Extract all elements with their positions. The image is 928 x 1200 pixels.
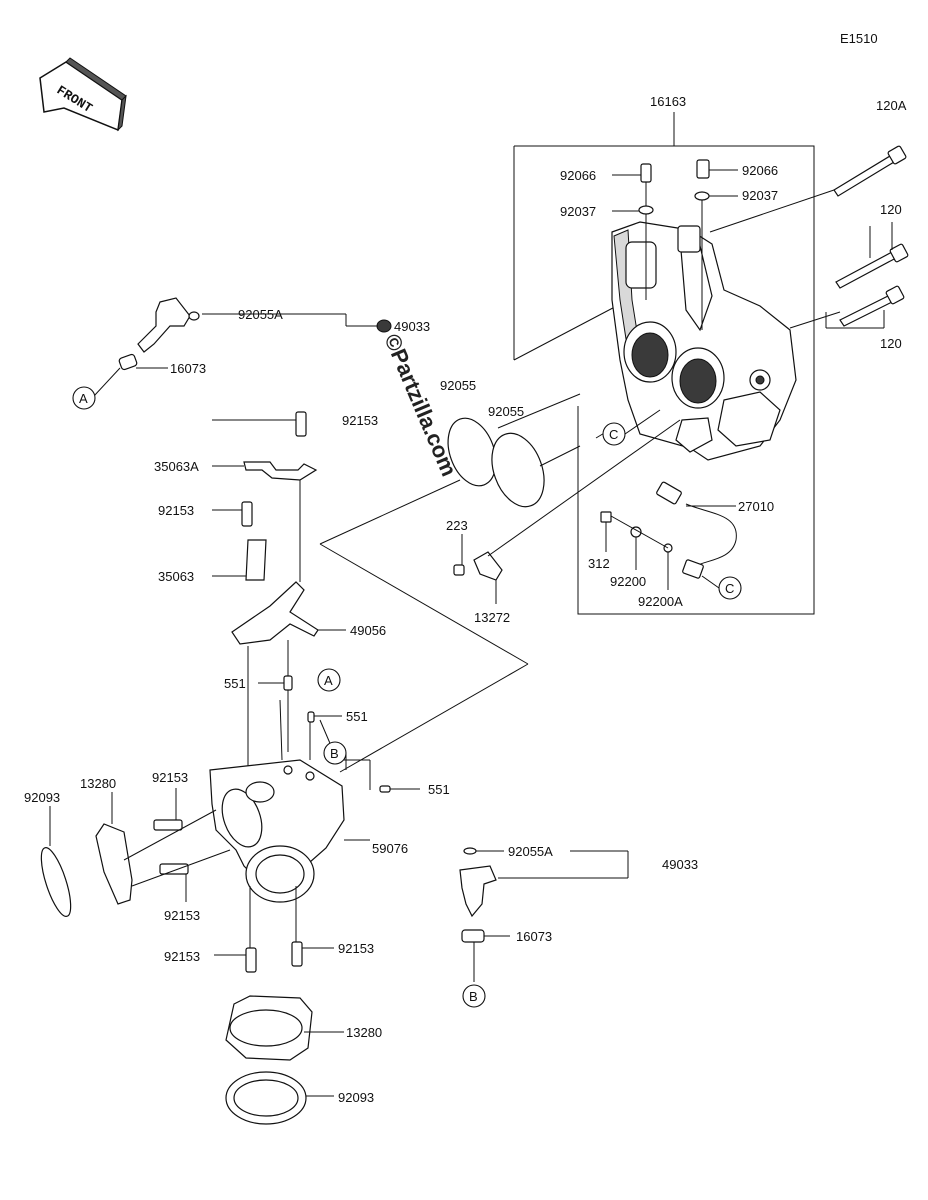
label-92200a: 92200A [638, 594, 683, 609]
label-312: 312 [588, 556, 610, 571]
bolt-120a [833, 145, 907, 197]
gasket-13280-left [95, 823, 133, 905]
label-92153-a: 92153 [342, 413, 378, 428]
label-92153-e: 92153 [164, 949, 200, 964]
ref-b-label-2: B [469, 989, 478, 1004]
delivery-pipe-49056 [231, 581, 319, 645]
label-551-c: 551 [428, 782, 450, 797]
label-92153-b: 92153 [158, 503, 194, 518]
label-551-a: 551 [224, 676, 246, 691]
ref-a-label: A [79, 391, 88, 406]
pin-92066-left [640, 163, 652, 183]
bolt-120-lower [839, 285, 905, 327]
ref-circle-c-right: C [718, 576, 742, 600]
bolt-92153-e [245, 947, 257, 973]
injector-49033-lower [459, 847, 497, 943]
throttle-body-box [513, 112, 815, 615]
ref-c-label: C [609, 427, 618, 442]
bolt-92153-a [295, 411, 307, 437]
injector-49033-upper [118, 297, 392, 371]
o-ring-92055-a [447, 417, 497, 487]
label-35063a: 35063A [154, 459, 199, 474]
label-92055-a: 92055 [440, 378, 476, 393]
label-120a: 120A [876, 98, 907, 113]
bolt-92153-f [291, 941, 303, 967]
label-13280-left: 13280 [80, 776, 116, 791]
label-16163: 16163 [650, 94, 686, 109]
label-59076: 59076 [372, 841, 408, 856]
label-92153-c: 92153 [152, 770, 188, 785]
label-49033-top: 49033 [394, 319, 430, 334]
o-ring-92055-b [491, 432, 545, 508]
clip-92037-right [694, 191, 710, 201]
intake-adapter-59076 [209, 759, 345, 903]
label-27010: 27010 [738, 499, 774, 514]
screw-223 [453, 564, 465, 576]
label-92055a-bottom: 92055A [508, 844, 553, 859]
label-92055a-top: 92055A [238, 307, 283, 322]
label-13272: 13272 [474, 610, 510, 625]
throttle-body-assembly [611, 182, 797, 461]
front-arrow-icon: FRONT [39, 57, 127, 132]
ref-b-label: B [330, 746, 339, 761]
label-92066-right: 92066 [742, 163, 778, 178]
label-92037-right: 92037 [742, 188, 778, 203]
sensor-27010 [656, 481, 737, 579]
label-49033-bottom: 49033 [662, 857, 698, 872]
label-92066-left: 92066 [560, 168, 596, 183]
seal-92093-left [40, 847, 72, 917]
label-49056: 49056 [350, 623, 386, 638]
pin-551-c [379, 785, 391, 793]
bolt-92153-d [159, 863, 189, 875]
bracket-35063a [243, 461, 318, 481]
ref-c-label-2: C [725, 581, 734, 596]
ref-circle-b-bottom: B [462, 984, 486, 1008]
diagram-code: E1510 [840, 31, 878, 46]
bracket-13272 [473, 551, 503, 581]
label-16073-bottom: 16073 [516, 929, 552, 944]
label-92037-left: 92037 [560, 204, 596, 219]
label-92093-bottom: 92093 [338, 1090, 374, 1105]
label-92200: 92200 [610, 574, 646, 589]
gasket-13280-bottom [225, 995, 313, 1061]
seal-92093-bottom [225, 1071, 307, 1125]
label-120-top: 120 [880, 202, 902, 217]
bolt-92153-b [241, 501, 253, 527]
label-223: 223 [446, 518, 468, 533]
label-35063: 35063 [158, 569, 194, 584]
watermark: ©Partzilla.com [379, 330, 461, 480]
label-92153-d: 92153 [164, 908, 200, 923]
label-92055-b: 92055 [488, 404, 524, 419]
ref-circle-b-mid: B [323, 741, 347, 765]
bracket-35063 [245, 539, 267, 581]
ref-a-label-2: A [324, 673, 333, 688]
label-551-b: 551 [346, 709, 368, 724]
bolt-312 [600, 511, 612, 523]
pin-551-b [307, 711, 315, 723]
label-13280-bottom: 13280 [346, 1025, 382, 1040]
label-92153-f: 92153 [338, 941, 374, 956]
ref-circle-c-mid: C [602, 422, 626, 446]
ref-circle-a-top: A [72, 386, 96, 410]
label-16073-top: 16073 [170, 361, 206, 376]
bolt-92153-c [153, 819, 183, 831]
label-92093-left: 92093 [24, 790, 60, 805]
clip-92037-left [638, 205, 654, 215]
ref-circle-a-mid: A [317, 668, 341, 692]
bolt-120-upper [835, 243, 909, 289]
pin-92066-right [696, 159, 710, 179]
label-120-bottom: 120 [880, 336, 902, 351]
pin-551-a [283, 675, 293, 691]
